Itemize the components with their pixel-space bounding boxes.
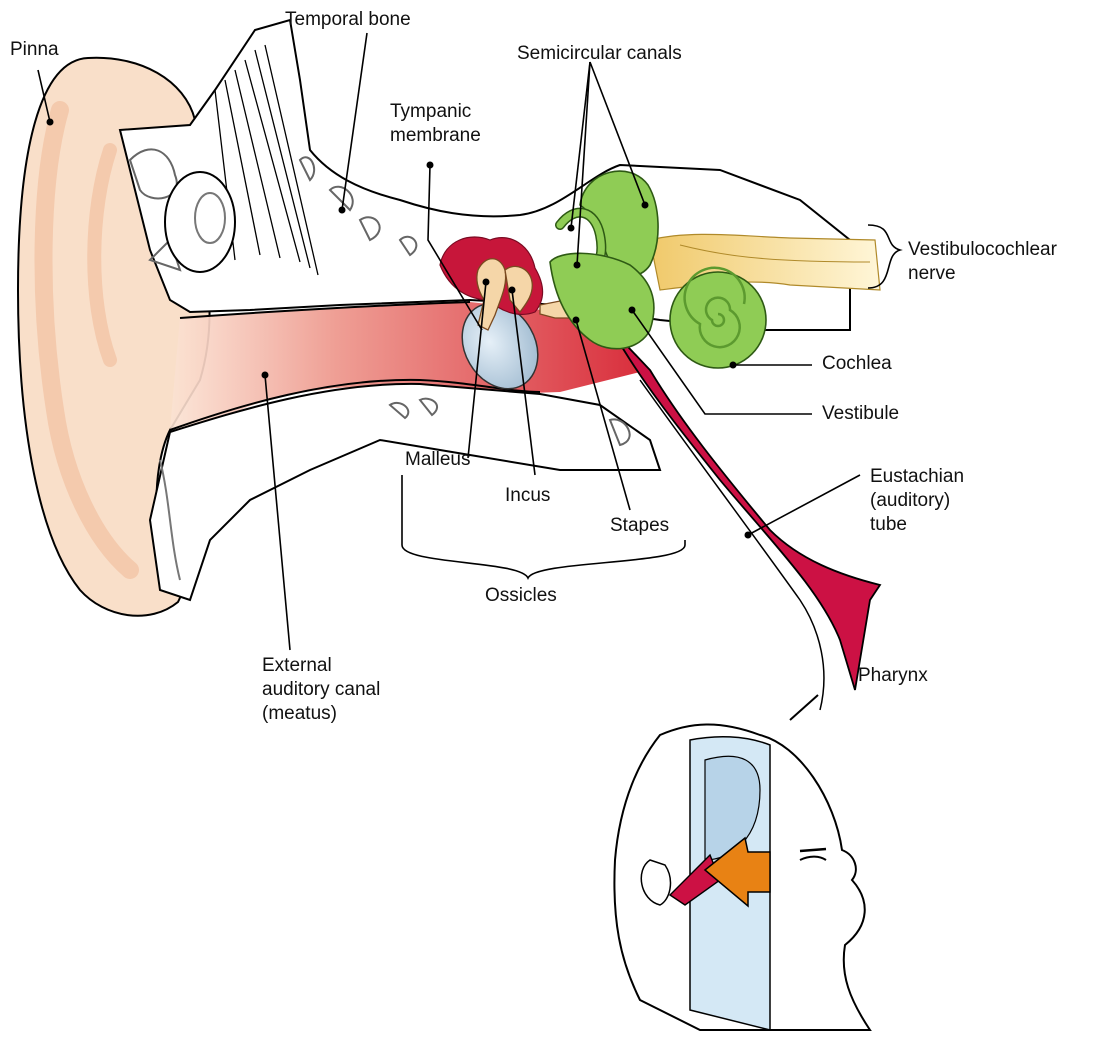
label-temporal-bone: Temporal bone (285, 8, 411, 32)
label-eustachian-tube: Eustachian (auditory) tube (870, 465, 964, 537)
label-external-auditory-canal: External auditory canal (meatus) (262, 654, 380, 726)
label-ossicles: Ossicles (485, 584, 557, 608)
label-semicircular-canals: Semicircular canals (517, 42, 682, 66)
label-incus: Incus (505, 484, 550, 508)
label-pharynx: Pharynx (858, 664, 928, 688)
label-pinna: Pinna (10, 38, 59, 62)
lower-bone-shape (150, 384, 660, 600)
label-vestibule: Vestibule (822, 402, 899, 426)
vestibulocochlear-nerve-shape (650, 234, 880, 290)
label-cochlea: Cochlea (822, 352, 892, 376)
label-tympanic-membrane: Tympanic membrane (390, 100, 481, 148)
label-vestibulocochlear-nerve: Vestibulocochlear nerve (908, 238, 1057, 286)
label-malleus: Malleus (405, 448, 470, 472)
pharynx-mark (790, 695, 818, 720)
label-stapes: Stapes (610, 514, 669, 538)
eustachian-tube-shape (612, 330, 880, 690)
head-inset-illustration (614, 724, 870, 1030)
